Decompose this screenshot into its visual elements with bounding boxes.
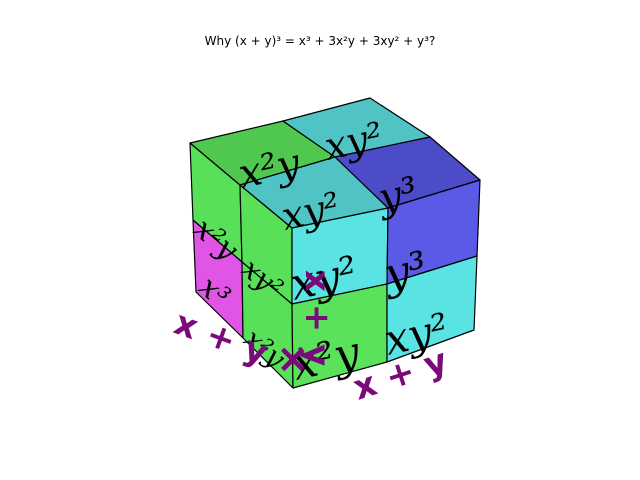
figure-title: Why (x + y)³ = x³ + 3x²y + 3xy² + y³? (204, 34, 436, 48)
face-right-xy2 (386, 255, 478, 363)
times-operator: × (276, 336, 310, 382)
axis-label-vertical-edge: x + y (297, 270, 337, 366)
